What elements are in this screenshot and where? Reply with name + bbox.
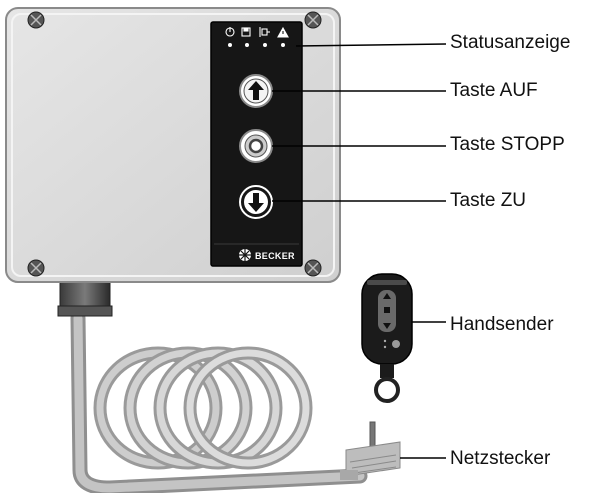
screw-icon — [27, 11, 45, 29]
remote-down-icon — [383, 323, 391, 329]
label-mains-plug: Netzstecker — [450, 448, 551, 469]
mains-plug — [340, 421, 401, 480]
cable-gland — [57, 279, 113, 317]
status-display — [225, 26, 289, 47]
screw-icon — [304, 259, 322, 277]
status-led — [281, 43, 285, 47]
leader-lines — [272, 43, 447, 459]
label-button-stop: Taste STOPP — [450, 134, 565, 155]
screw-icon — [27, 259, 45, 277]
stop-button[interactable] — [239, 129, 273, 163]
arrow-up-icon — [248, 81, 264, 100]
label-hand-transmitter: Handsender — [450, 314, 554, 335]
brand-label: BECKER — [255, 251, 295, 261]
label-button-up: Taste AUF — [450, 80, 538, 101]
stop-circle-icon — [248, 138, 264, 154]
motor-icon — [259, 27, 270, 37]
save-icon — [241, 27, 251, 37]
label-button-down: Taste ZU — [450, 190, 527, 211]
power-cable — [70, 310, 368, 493]
key-ring — [374, 377, 400, 403]
status-led — [263, 43, 267, 47]
status-led — [228, 43, 232, 47]
down-button[interactable] — [239, 185, 273, 219]
screw-icon — [304, 11, 322, 29]
power-icon — [225, 27, 235, 37]
label-status-display: Statusanzeige — [450, 32, 571, 53]
up-button[interactable] — [239, 74, 273, 108]
housing-screws — [27, 11, 322, 277]
remote-up-icon — [383, 293, 391, 299]
brand-logo-icon — [239, 249, 251, 261]
status-led — [245, 43, 249, 47]
remote-stop-icon — [384, 307, 390, 313]
hand-transmitter — [361, 273, 413, 403]
arrow-down-icon — [248, 193, 264, 212]
warning-icon — [277, 26, 289, 38]
